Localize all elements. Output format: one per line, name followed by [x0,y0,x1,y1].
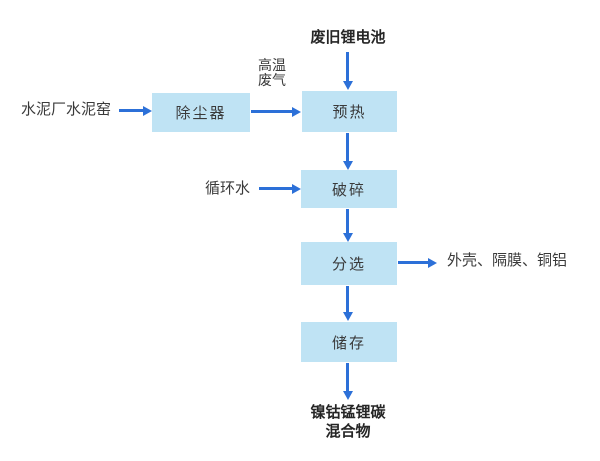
label-final-output: 镍钴锰锂碳 混合物 [288,403,408,441]
label-final-output-line1: 镍钴锰锂碳 [310,404,386,421]
arrow-crush-to-sort [342,209,353,242]
arrow-dust-remover-to-preheat [251,106,301,117]
label-circulating-water: 循环水 [205,180,251,197]
node-dust-remover: 除尘器 [152,93,250,132]
arrow-battery-to-preheat [342,52,353,90]
node-preheat: 预热 [302,91,397,132]
label-sort-output: 外壳、隔膜、铜铝 [447,252,568,269]
node-crush: 破碎 [301,170,397,208]
arrow-sort-to-store [342,286,353,321]
label-cement-kiln: 水泥厂水泥窑 [21,101,112,118]
label-waste-battery: 废旧锂电池 [310,29,386,46]
arrow-preheat-to-crush [342,133,353,170]
arrow-sort-to-output [398,257,437,268]
label-hot-waste-gas: 高温 废气 [258,58,286,88]
label-hot-waste-gas-line1: 高温 [258,57,286,73]
arrow-store-to-final-output [342,363,353,400]
arrow-water-to-crush [259,183,301,194]
label-hot-waste-gas-line2: 废气 [258,72,286,88]
arrow-kiln-to-dust-remover [119,105,152,116]
label-final-output-line2: 混合物 [325,423,371,440]
node-sort: 分选 [301,242,397,285]
node-store: 储存 [301,322,397,362]
